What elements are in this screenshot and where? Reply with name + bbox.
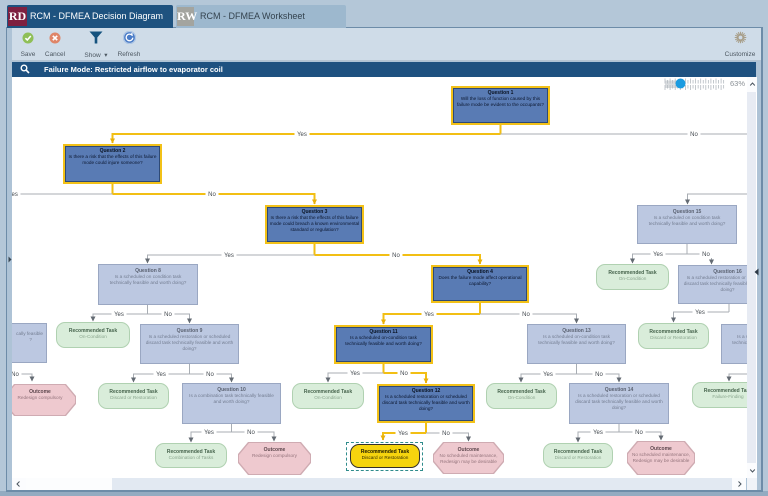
svg-text:No: No (247, 430, 255, 436)
svg-text:Yes: Yes (350, 371, 360, 377)
svg-text:Yes: Yes (156, 372, 166, 378)
svg-text:No: No (12, 372, 19, 378)
svg-text:Yes: Yes (543, 372, 553, 378)
svg-text:No: No (392, 253, 400, 259)
svg-text:Yes: Yes (114, 312, 124, 318)
svg-text:63%: 63% (730, 79, 745, 88)
svg-text:No: No (442, 431, 450, 437)
svg-text:Yes: Yes (424, 312, 434, 318)
svg-text:Yes: Yes (204, 430, 214, 436)
svg-text:No: No (595, 372, 603, 378)
svg-text:No: No (208, 192, 216, 198)
svg-text:No: No (400, 371, 408, 377)
svg-text:Yes: Yes (297, 132, 307, 138)
svg-text:No: No (522, 312, 530, 318)
svg-text:Yes: Yes (224, 253, 234, 259)
svg-text:Yes: Yes (593, 430, 603, 436)
svg-text:Yes: Yes (653, 252, 663, 258)
svg-text:Yes: Yes (12, 192, 18, 198)
svg-text:Yes: Yes (695, 310, 705, 316)
svg-text:Yes: Yes (398, 431, 408, 437)
svg-text:No: No (690, 132, 698, 138)
svg-text:No: No (164, 312, 172, 318)
svg-text:No: No (635, 430, 643, 436)
svg-text:No: No (702, 252, 710, 258)
svg-text:No: No (206, 372, 214, 378)
